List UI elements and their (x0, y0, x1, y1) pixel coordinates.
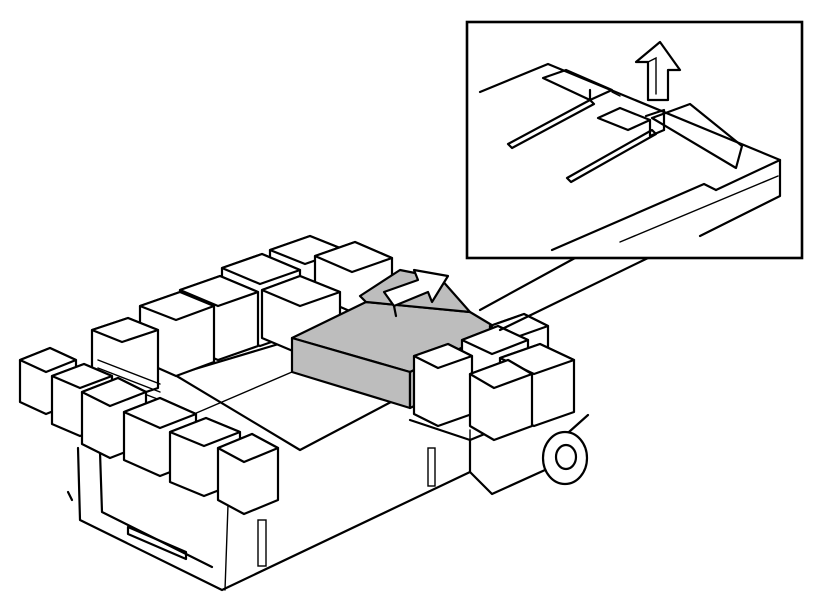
up-arrow-icon (634, 40, 682, 102)
detail-inset (465, 20, 804, 260)
relay-block-back (90, 234, 394, 402)
mounting-boss (541, 430, 589, 486)
relay-block-right (412, 312, 576, 442)
callout-leader (478, 256, 650, 332)
removal-arrow-icon (382, 268, 450, 318)
housing (66, 338, 590, 592)
relay-block-front (18, 346, 280, 516)
